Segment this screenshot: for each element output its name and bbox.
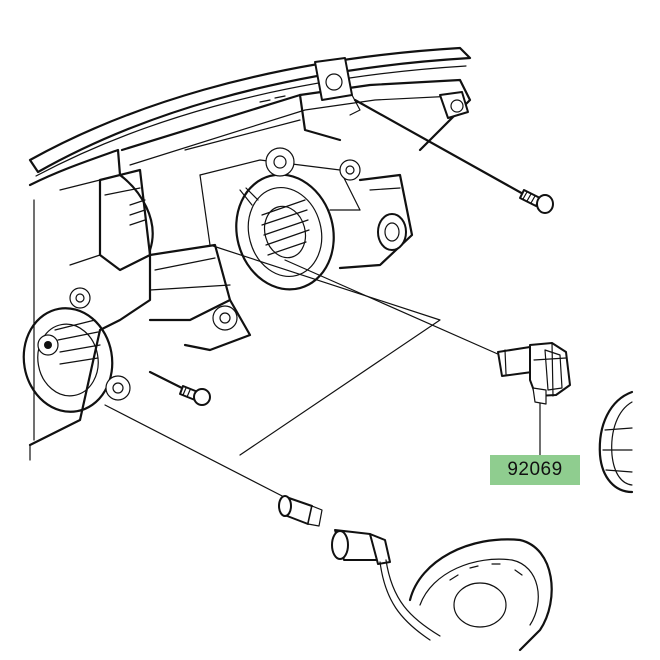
h4-bulb [497, 342, 571, 405]
screw-bottom [148, 370, 211, 406]
position-bulb [278, 495, 323, 527]
part-number-label[interactable]: 92069 [507, 459, 563, 480]
main-bulb-socket [235, 147, 335, 291]
dust-cover-right [598, 390, 634, 494]
housing-screws [212, 159, 361, 331]
headlight-housing [28, 46, 472, 461]
low-beam-socket [22, 287, 131, 413]
screw-top [353, 98, 554, 214]
leader-lines [104, 244, 541, 501]
part-number-highlight [490, 455, 580, 485]
adjuster-knob [377, 213, 407, 251]
dust-cover-bottom [408, 538, 553, 652]
wire-socket [331, 529, 441, 641]
